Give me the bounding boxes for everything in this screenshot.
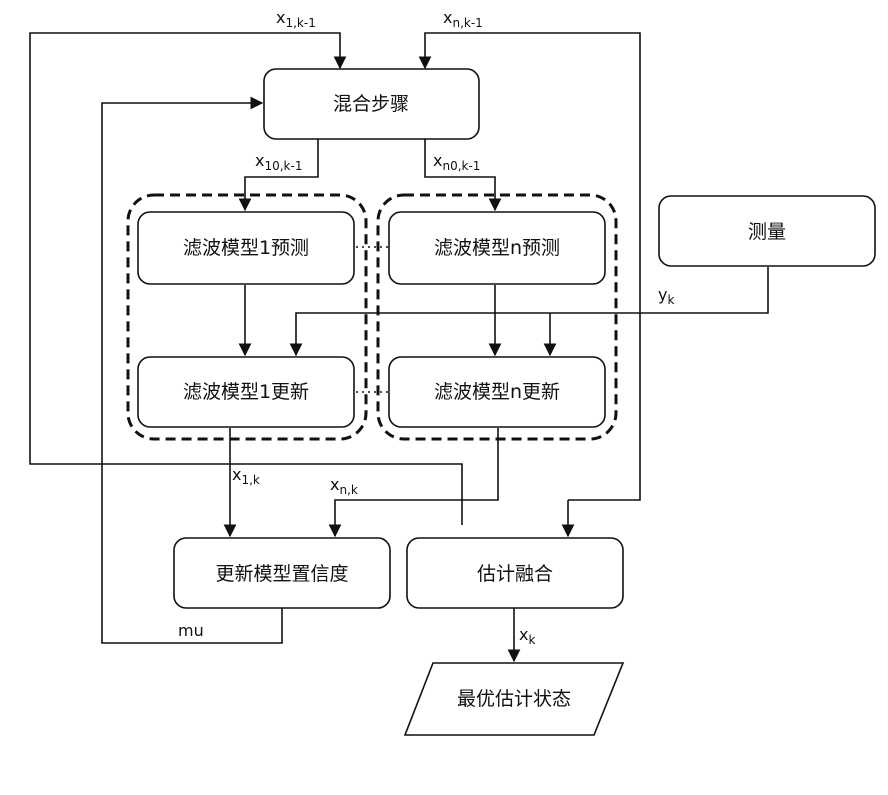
model-confidence-node: 更新模型置信度 xyxy=(173,537,391,609)
predict-model-n-node: 滤波模型n预测 xyxy=(388,211,606,285)
label-x1-prev: x1,k-1 xyxy=(276,8,316,30)
edge-xnk xyxy=(328,428,499,538)
predict-model-1-label: 滤波模型1预测 xyxy=(183,237,309,259)
edge-mu-feedback xyxy=(101,96,283,644)
label-xn0: xn0,k-1 xyxy=(433,151,480,173)
label-mu: mu xyxy=(178,621,204,640)
label-x1k: x1,k xyxy=(232,465,260,487)
update-model-1-label: 滤波模型1更新 xyxy=(183,381,309,403)
edge-x1-prev xyxy=(29,32,463,525)
filter-group-n xyxy=(376,193,618,441)
update-model-n-label: 滤波模型n更新 xyxy=(434,381,560,403)
edge-xn0 xyxy=(424,139,502,212)
label-xn-prev: xn,k-1 xyxy=(443,8,483,30)
mix-step-node: 混合步骤 xyxy=(263,68,480,140)
estimate-fusion-node: 估计融合 xyxy=(406,537,624,609)
update-model-1-node: 滤波模型1更新 xyxy=(137,356,355,428)
edge-x10 xyxy=(238,139,319,212)
predict-model-n-label: 滤波模型n预测 xyxy=(434,237,560,259)
measurement-label: 测量 xyxy=(748,221,786,243)
edge-xn-prev xyxy=(418,32,641,501)
estimate-fusion-label: 估计融合 xyxy=(477,563,553,585)
label-x10: x10,k-1 xyxy=(255,151,302,173)
optimal-state-output-label: 最优估计状态 xyxy=(457,688,571,710)
edge-yk xyxy=(289,267,769,357)
label-yk: yk xyxy=(658,285,674,307)
optimal-state-output-node: 最优估计状态 xyxy=(403,662,625,736)
filter-group-1 xyxy=(126,193,368,441)
measurement-node: 测量 xyxy=(658,195,876,267)
label-xnk: xn,k xyxy=(330,475,358,497)
model-confidence-label: 更新模型置信度 xyxy=(215,563,348,585)
predict-model-1-node: 滤波模型1预测 xyxy=(137,211,355,285)
mix-step-label: 混合步骤 xyxy=(333,93,409,115)
update-model-n-node: 滤波模型n更新 xyxy=(388,356,606,428)
label-xk: xk xyxy=(519,625,535,647)
